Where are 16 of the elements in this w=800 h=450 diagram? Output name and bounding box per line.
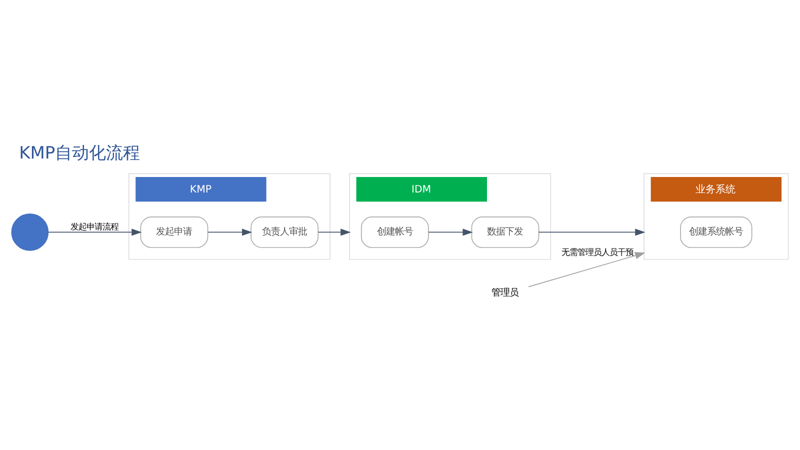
- arrow: [528, 252, 646, 288]
- node-box: 发起申请: [140, 216, 208, 248]
- node-box: 数据下发: [471, 216, 540, 248]
- edge-label: 无需管理员人员干预: [561, 247, 634, 258]
- edge-label: 发起申请流程: [70, 222, 118, 232]
- arrow: [48, 228, 142, 236]
- node-text: 管理员: [492, 288, 519, 299]
- diagram-title: KMP自动化流程: [19, 143, 140, 164]
- node-box: 创建系统帐号: [680, 216, 752, 248]
- arrow: [208, 228, 252, 236]
- node-person: [11, 214, 49, 251]
- arrow: [538, 228, 646, 236]
- arrow: [428, 228, 473, 236]
- node-box: 负责人审批: [250, 216, 319, 248]
- node-box: 创建帐号: [360, 216, 429, 248]
- arrow: [318, 228, 351, 236]
